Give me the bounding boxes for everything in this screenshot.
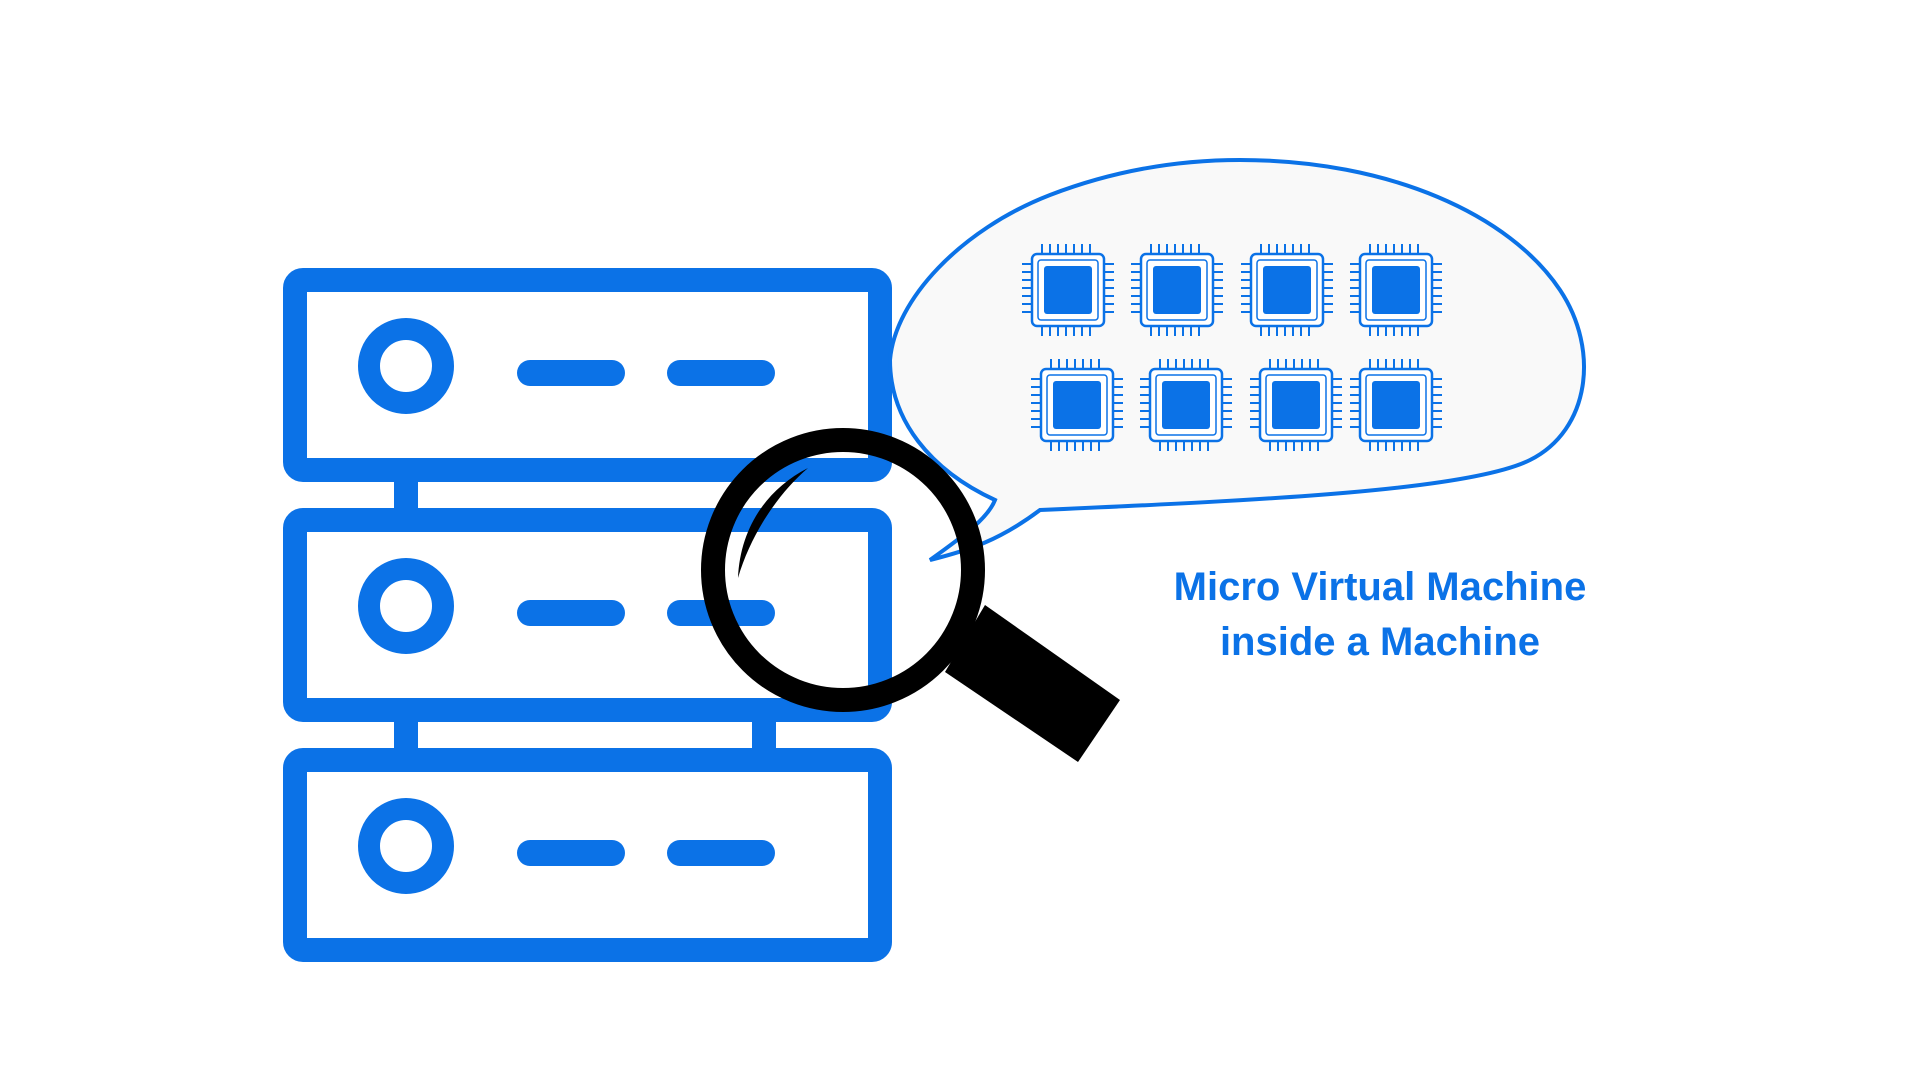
cpu-chip-icon [1348, 357, 1444, 453]
caption-line-2: inside a Machine [1219, 620, 1541, 664]
speech-bubble [887, 157, 1586, 562]
server-unit-1 [283, 268, 892, 482]
magnifying-glass-icon [701, 428, 1120, 762]
server-unit-3 [283, 748, 892, 962]
cpu-chip-icon [1348, 242, 1444, 338]
diagram-caption: Micro Virtual Machine inside a Machine [1120, 560, 1640, 670]
cpu-chip-icon [1138, 357, 1234, 453]
server-stack-icon [283, 268, 892, 962]
cpu-chip-icon [1248, 357, 1344, 453]
cpu-chip-icon [1129, 242, 1225, 338]
cpu-chip-icon [1239, 242, 1335, 338]
cpu-chip-icon [1029, 357, 1125, 453]
cpu-chip-icon [1020, 242, 1116, 338]
caption-line-1: Micro Virtual Machine [1173, 565, 1587, 609]
